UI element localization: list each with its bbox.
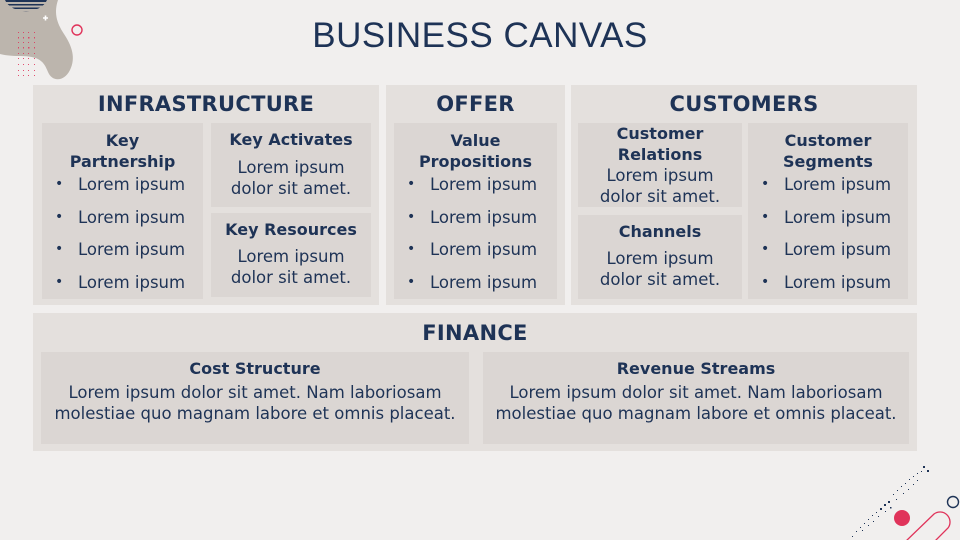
ring-icon <box>71 24 83 36</box>
box-title: Channels <box>618 222 702 241</box>
box-title: Customer Segments <box>783 131 873 171</box>
box-customer-segments: Customer Segments Lorem ipsum Lorem ipsu… <box>748 123 908 299</box>
section-finance: FINANCE Cost Structure Lorem ipsum dolor… <box>33 313 917 451</box>
list-item: Lorem ipsum <box>42 272 203 305</box>
box-text: Lorem ipsum dolor sit amet. Nam laborios… <box>54 383 456 423</box>
box-text: Lorem ipsum dolor sit amet. Nam laborios… <box>495 383 897 423</box>
striped-semicircle-icon <box>5 0 47 12</box>
box-text: Lorem ipsum dolor sit amet. <box>599 249 721 289</box>
ring-icon <box>946 495 960 509</box>
box-cost-structure: Cost Structure Lorem ipsum dolor sit ame… <box>41 352 469 444</box>
box-customer-relations: Customer Relations Lorem ipsum dolor sit… <box>578 123 742 207</box>
list-item: Lorem ipsum <box>42 239 203 272</box>
bullet-list: Lorem ipsum Lorem ipsum Lorem ipsum Lore… <box>394 174 557 304</box>
section-customers: CUSTOMERS Customer Relations Lorem ipsum… <box>571 85 917 305</box>
box-title: Value Propositions <box>418 131 533 171</box>
box-key-partnership: Key Partnership Lorem ipsum Lorem ipsum … <box>42 123 203 299</box>
bullet-list: Lorem ipsum Lorem ipsum Lorem ipsum Lore… <box>748 174 908 304</box>
bullet-list: Lorem ipsum Lorem ipsum Lorem ipsum Lore… <box>42 174 203 304</box>
list-item: Lorem ipsum <box>748 272 908 305</box>
list-item: Lorem ipsum <box>42 174 203 207</box>
section-title-customers: CUSTOMERS <box>669 92 819 116</box>
page-title: BUSINESS CANVAS <box>312 16 648 55</box>
decorative-shapes-bottom-right <box>852 466 960 540</box>
list-item: Lorem ipsum <box>748 174 908 207</box>
section-offer: OFFER Value Propositions Lorem ipsum Lor… <box>386 85 565 305</box>
box-key-activates: Key Activates Lorem ipsum dolor sit amet… <box>211 123 371 207</box>
section-title-infrastructure: INFRASTRUCTURE <box>97 92 315 116</box>
section-infrastructure: INFRASTRUCTURE Key Partnership Lorem ips… <box>33 85 379 305</box>
box-value-propositions: Value Propositions Lorem ipsum Lorem ips… <box>394 123 557 299</box>
box-key-resources: Key Resources Lorem ipsum dolor sit amet… <box>211 213 371 297</box>
list-item: Lorem ipsum <box>394 174 557 207</box>
box-title: Customer Relations <box>616 124 704 164</box>
box-text: Lorem ipsum dolor sit amet. <box>230 158 352 198</box>
list-item: Lorem ipsum <box>42 207 203 240</box>
section-title-offer: OFFER <box>436 92 515 116</box>
list-item: Lorem ipsum <box>748 239 908 272</box>
box-channels: Channels Lorem ipsum dolor sit amet. <box>578 215 742 299</box>
box-title: Cost Structure <box>189 359 321 378</box>
decorative-blob-top-left <box>0 0 83 80</box>
filled-dot-icon <box>894 510 910 526</box>
box-title: Revenue Streams <box>616 359 776 378</box>
box-title: Key Partnership <box>69 131 176 171</box>
box-title: Key Resources <box>225 220 357 239</box>
box-revenue-streams: Revenue Streams Lorem ipsum dolor sit am… <box>483 352 909 444</box>
list-item: Lorem ipsum <box>394 272 557 305</box>
box-text: Lorem ipsum dolor sit amet. <box>599 166 721 206</box>
box-text: Lorem ipsum dolor sit amet. <box>230 247 352 287</box>
list-item: Lorem ipsum <box>394 207 557 240</box>
section-title-finance: FINANCE <box>422 321 528 345</box>
list-item: Lorem ipsum <box>748 207 908 240</box>
box-title: Key Activates <box>229 130 353 149</box>
list-item: Lorem ipsum <box>394 239 557 272</box>
